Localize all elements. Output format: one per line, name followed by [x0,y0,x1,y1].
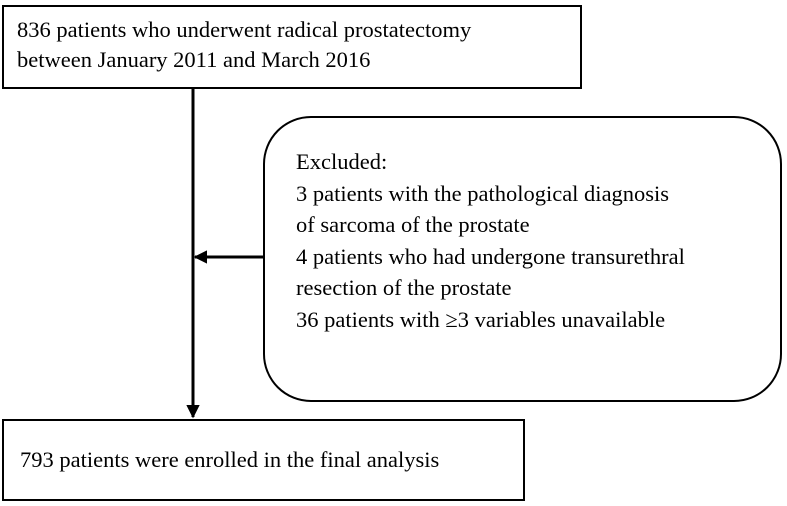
start-line-2: between January 2011 and March 2016 [17,47,371,72]
end-text: 793 patients were enrolled in the final … [20,447,440,472]
excluded-box: Excluded: 3 patients with the pathologic… [263,116,782,402]
start-line-1: 836 patients who underwent radical prost… [17,17,472,42]
excluded-line-5: 36 patients with ≥3 variables unavailabl… [296,306,666,332]
excluded-line-4: resection of the prostate [296,275,512,300]
end-box: 793 patients were enrolled in the final … [2,419,525,501]
excluded-title: Excluded: [296,149,388,174]
excluded-line-2: of sarcoma of the prostate [296,212,530,237]
excluded-line-3: 4 patients who had undergone transurethr… [296,243,685,269]
start-box: 836 patients who underwent radical prost… [2,5,582,89]
excluded-line-1: 3 patients with the pathological diagnos… [296,180,670,206]
